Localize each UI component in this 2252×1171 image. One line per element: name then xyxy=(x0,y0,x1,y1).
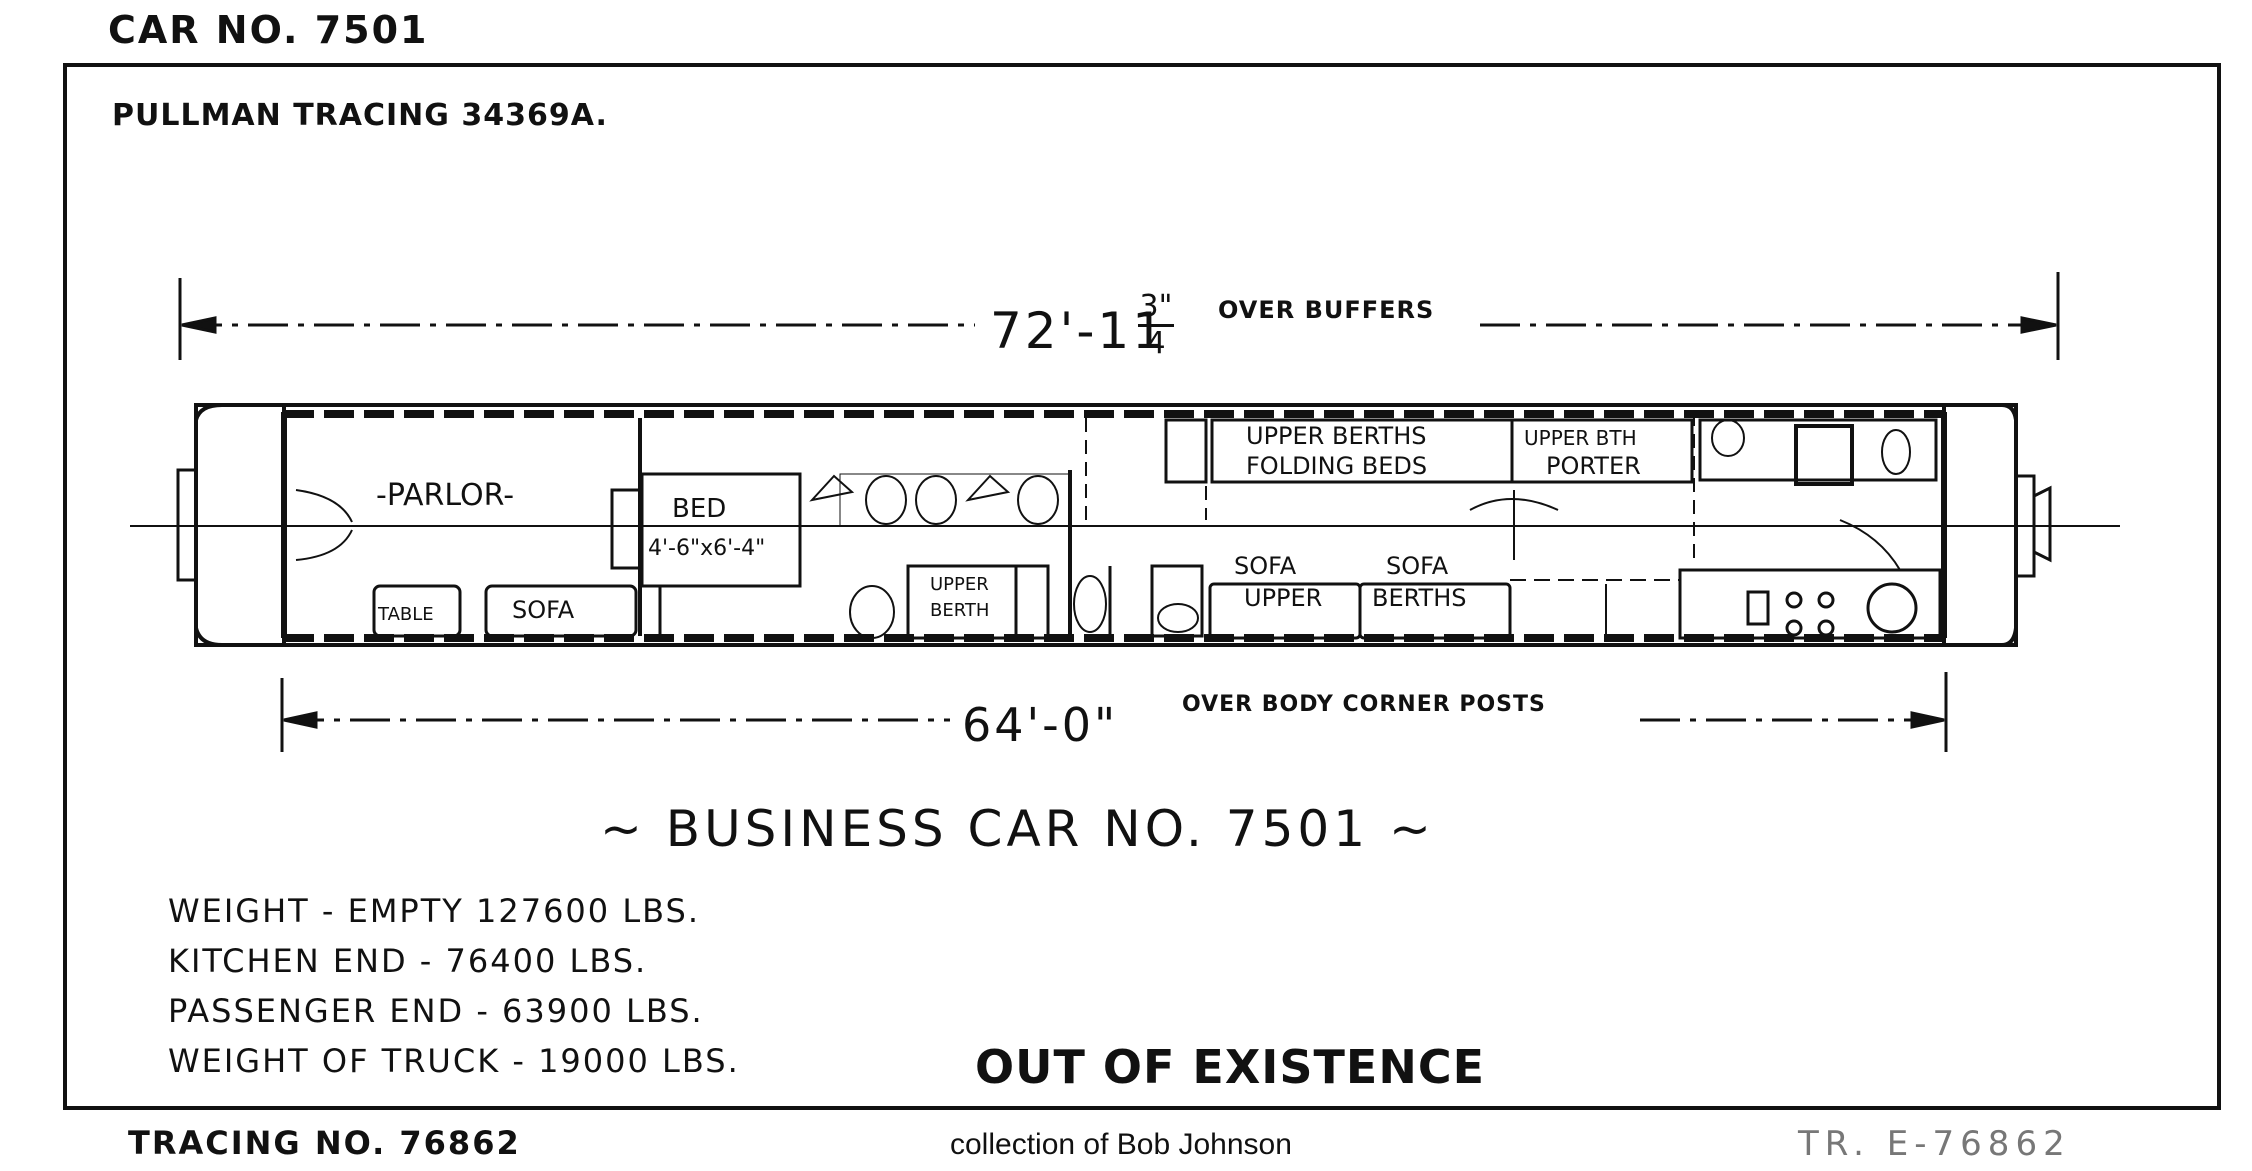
label-upper-berth: UPPER BERTH xyxy=(930,574,990,621)
tracing-reference: PULLMAN TRACING 34369A. xyxy=(112,98,608,133)
tracing-number: TRACING NO. 76862 xyxy=(128,1124,521,1162)
body-length-note: OVER BODY CORNER POSTS xyxy=(1182,692,1546,717)
label-parlor: -PARLOR- xyxy=(376,478,515,513)
label-berths: BERTHS xyxy=(1372,584,1467,612)
diagram-title: ~ BUSINESS CAR NO. 7501 ~ xyxy=(600,800,1435,858)
label-bed-size: 4'-6"x6'-4" xyxy=(648,536,766,561)
sofa-upper-right xyxy=(1358,582,1512,640)
parlor-table xyxy=(372,584,462,638)
fraction-numerator: 3" xyxy=(1139,289,1173,324)
label-folding-beds: FOLDING BEDS xyxy=(1246,452,1428,480)
overall-dim-arrow-right xyxy=(2020,316,2057,334)
spec-weight-empty: WEIGHT - EMPTY 127600 LBS. xyxy=(168,892,701,930)
overall-length-note: OVER BUFFERS xyxy=(1218,296,1435,324)
label-upper: UPPER xyxy=(1244,584,1323,612)
spec-weight-truck: WEIGHT OF TRUCK - 19000 LBS. xyxy=(168,1042,740,1080)
body-dim-arrow-left xyxy=(283,711,318,729)
fraction-denominator: 4 xyxy=(1146,326,1166,361)
label-sofa-b: SOFA xyxy=(1386,552,1449,580)
fraction-bar xyxy=(1138,324,1174,327)
label-porter: PORTER xyxy=(1546,452,1641,480)
status-label: OUT OF EXISTENCE xyxy=(975,1040,1486,1094)
collection-credit: collection of Bob Johnson xyxy=(950,1128,1292,1161)
label-bed: BED xyxy=(672,494,727,524)
overall-length-fraction: 3" 4 xyxy=(1138,290,1174,361)
spec-kitchen-end: KITCHEN END - 76400 LBS. xyxy=(168,942,648,980)
tr-reference: TR. E-76862 xyxy=(1798,1124,2071,1164)
overall-dim-arrow-left xyxy=(181,316,217,334)
label-table: TABLE xyxy=(378,604,434,625)
parlor-sofa xyxy=(484,584,638,638)
label-sofa-a: SOFA xyxy=(1234,552,1297,580)
label-sofa: SOFA xyxy=(512,596,575,624)
overall-length: 72'-11 xyxy=(990,302,1168,360)
upper-berth-box xyxy=(906,564,1050,640)
kitchen-counter xyxy=(1678,568,1942,640)
body-dim-arrow-right xyxy=(1910,711,1945,729)
label-upper-berths: UPPER BERTHS xyxy=(1246,422,1427,450)
body-length: 64'-0" xyxy=(962,698,1119,752)
spec-passenger-end: PASSENGER END - 63900 LBS. xyxy=(168,992,704,1030)
drawing-frame xyxy=(63,63,2221,1110)
car-number-header: CAR NO. 7501 xyxy=(108,8,429,52)
bed xyxy=(640,472,802,588)
label-upper-bth: UPPER BTH xyxy=(1524,426,1637,450)
